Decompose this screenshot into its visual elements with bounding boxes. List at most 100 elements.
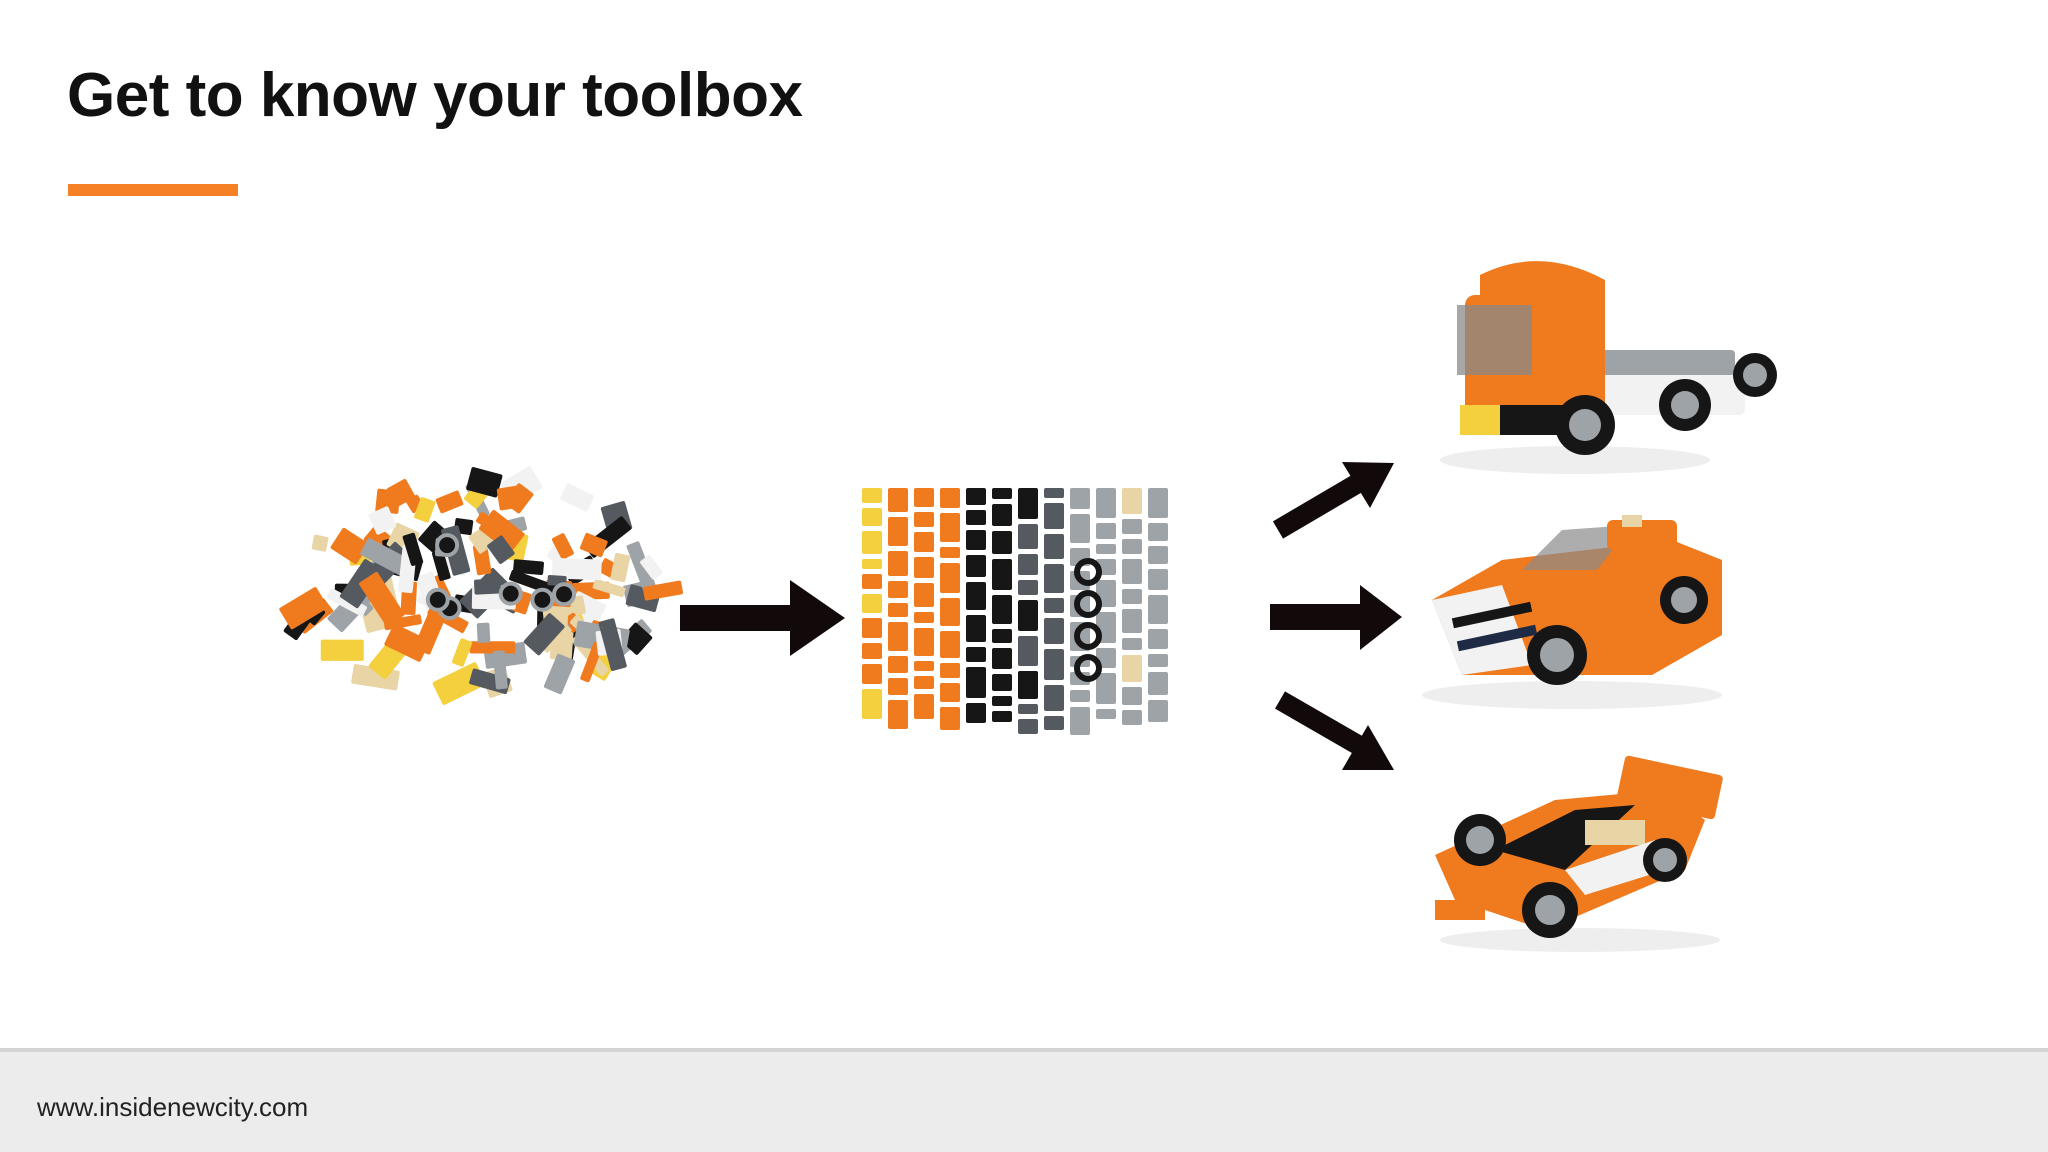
sorted-brick (1148, 523, 1168, 541)
sorted-brick (862, 689, 882, 719)
loose-brick (472, 544, 492, 576)
loose-brick (386, 478, 416, 507)
loose-brick (642, 580, 683, 601)
sorted-brick (914, 694, 934, 719)
sorted-brick (1122, 655, 1142, 682)
sorted-brick (1096, 709, 1116, 719)
sorted-brick (914, 661, 934, 671)
loose-brick (466, 467, 503, 498)
sorted-brick (1018, 704, 1038, 714)
footer-url[interactable]: www.insidenewcity.com (37, 1092, 309, 1122)
loose-brick (551, 533, 574, 560)
loose-brick (476, 511, 503, 535)
loose-brick (418, 520, 450, 553)
sorted-brick (966, 667, 986, 698)
loose-brick (626, 541, 657, 593)
sorted-brick (966, 647, 986, 662)
sorted-brick (1148, 654, 1168, 667)
sorted-brick (992, 559, 1012, 590)
sorted-tire (1074, 654, 1102, 682)
sorted-brick (1018, 488, 1038, 519)
sorted-brick (992, 629, 1012, 643)
lego-process-illustration (279, 261, 1777, 952)
sorted-brick (862, 594, 882, 613)
sorted-brick (1122, 589, 1142, 604)
loose-brick (580, 641, 604, 683)
sorted-brick (940, 488, 960, 508)
loose-wheel (425, 587, 450, 612)
loose-wheel (435, 533, 460, 558)
sorted-brick (1096, 488, 1116, 518)
loose-brick (311, 534, 329, 552)
sorted-brick (1018, 580, 1038, 595)
sorted-brick (1122, 539, 1142, 554)
sorted-brick (1096, 523, 1116, 539)
sorted-brick (940, 513, 960, 542)
sorted-brick (966, 615, 986, 642)
sorted-brick (862, 574, 882, 589)
sorted-brick (914, 557, 934, 578)
sorted-brick (1096, 544, 1116, 554)
sorted-brick (1148, 700, 1168, 722)
sorted-brick (1018, 554, 1038, 575)
loose-brick (326, 588, 367, 617)
sorted-tire (1074, 558, 1102, 586)
loose-wheel (552, 582, 577, 607)
loose-brick (473, 578, 502, 595)
sorted-brick (992, 595, 1012, 624)
sorted-brick (992, 488, 1012, 499)
sorted-brick (966, 510, 986, 525)
sorted-brick (1044, 685, 1064, 711)
loose-brick (610, 552, 631, 583)
arrow-to-truck-icon (1272, 462, 1394, 539)
loose-brick (476, 622, 491, 643)
sorted-brick (992, 711, 1012, 722)
sorted-brick (862, 531, 882, 554)
sorted-brick (1096, 673, 1116, 704)
sorted-brick (1070, 707, 1090, 735)
title-accent-bar (68, 184, 238, 196)
sorted-brick (1148, 629, 1168, 649)
sorted-brick (992, 648, 1012, 669)
loose-brick (279, 587, 328, 630)
sorted-brick (1044, 534, 1064, 559)
sorted-brick (966, 530, 986, 550)
sorted-brick (888, 488, 908, 512)
loose-brick (359, 572, 405, 627)
loose-brick (496, 485, 522, 511)
loose-brick (384, 623, 430, 662)
orange-truck-model (1440, 261, 1777, 474)
sorted-tire (1074, 590, 1102, 618)
loose-brick (640, 555, 663, 580)
sorted-brick (940, 598, 960, 626)
loose-brick (469, 641, 516, 654)
sorted-brick (1044, 716, 1064, 730)
sorted-brick (966, 703, 986, 723)
sorted-brick (940, 707, 960, 730)
sorted-brick (914, 676, 934, 689)
loose-brick (402, 532, 424, 566)
sorted-brick (1044, 598, 1064, 613)
loose-wheel (530, 587, 555, 612)
sorted-brick (1122, 559, 1142, 584)
sorted-brick (966, 488, 986, 505)
sorted-brick (1148, 546, 1168, 564)
loose-wheel (498, 581, 523, 606)
sorted-brick (1044, 564, 1064, 593)
sorted-brick (1070, 514, 1090, 543)
sorted-brick (862, 508, 882, 526)
sorted-brick (862, 664, 882, 684)
sorted-brick (1018, 719, 1038, 734)
sorted-brick (888, 656, 908, 673)
loose-brick (543, 653, 576, 695)
loose-brick (551, 557, 602, 581)
loose-brick (413, 497, 436, 523)
sorted-brick (966, 555, 986, 577)
orange-race-car-model (1435, 755, 1723, 952)
sorted-brick (992, 504, 1012, 526)
sorted-brick (1018, 524, 1038, 549)
sorted-brick (862, 643, 882, 659)
sorted-brick (1070, 488, 1090, 509)
sorted-brick (914, 628, 934, 656)
sorted-brick (966, 582, 986, 610)
